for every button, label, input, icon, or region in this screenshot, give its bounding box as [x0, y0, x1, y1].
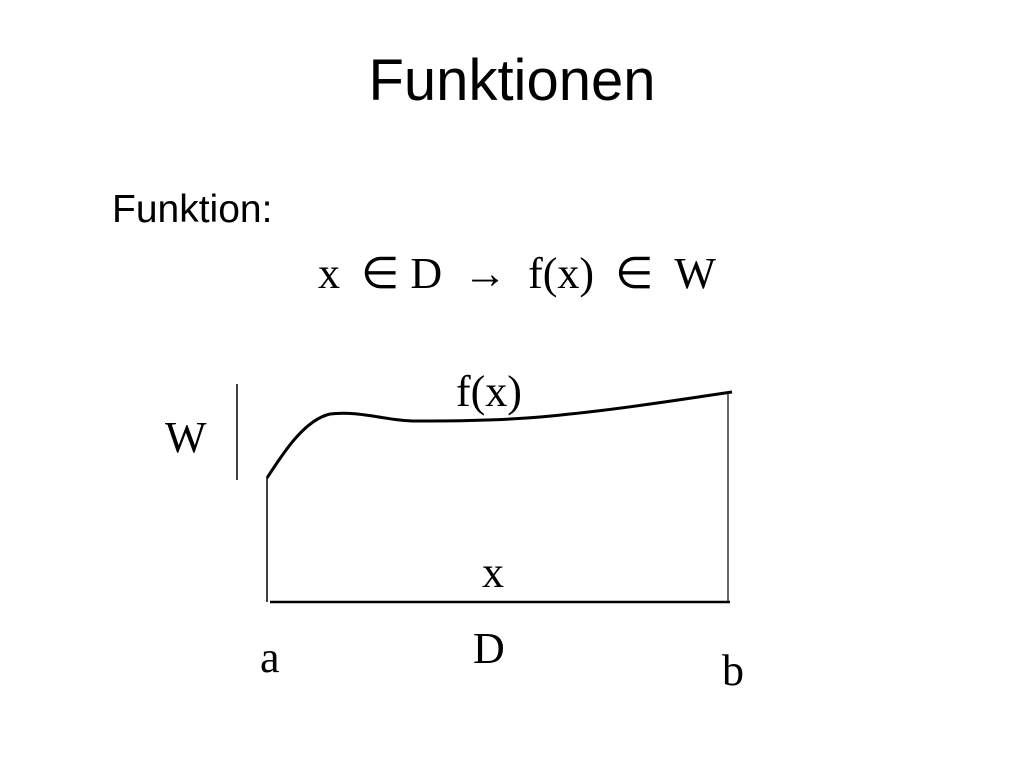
curve-label: f(x) [456, 367, 522, 416]
formula-arrow-symbol: → [463, 249, 508, 298]
function-formula: x ∈ D → f(x) ∈ W [318, 252, 716, 296]
formula-codomain: W [674, 249, 716, 298]
left-bound-label: a [260, 633, 280, 682]
function-curve [265, 390, 733, 479]
formula-variable: x [318, 249, 340, 298]
formula-function-value: f(x) [528, 249, 595, 298]
function-label: Funktion: [112, 188, 273, 231]
formula-element-of-symbol-2: ∈ [615, 249, 654, 298]
codomain-label: W [165, 413, 207, 462]
variable-label: x [482, 548, 504, 597]
formula-domain: D [410, 249, 443, 298]
formula-element-of-symbol: ∈ [361, 249, 400, 298]
slide-title: Funktionen [368, 48, 656, 113]
domain-label: D [473, 624, 505, 673]
right-bound-label: b [722, 646, 744, 695]
